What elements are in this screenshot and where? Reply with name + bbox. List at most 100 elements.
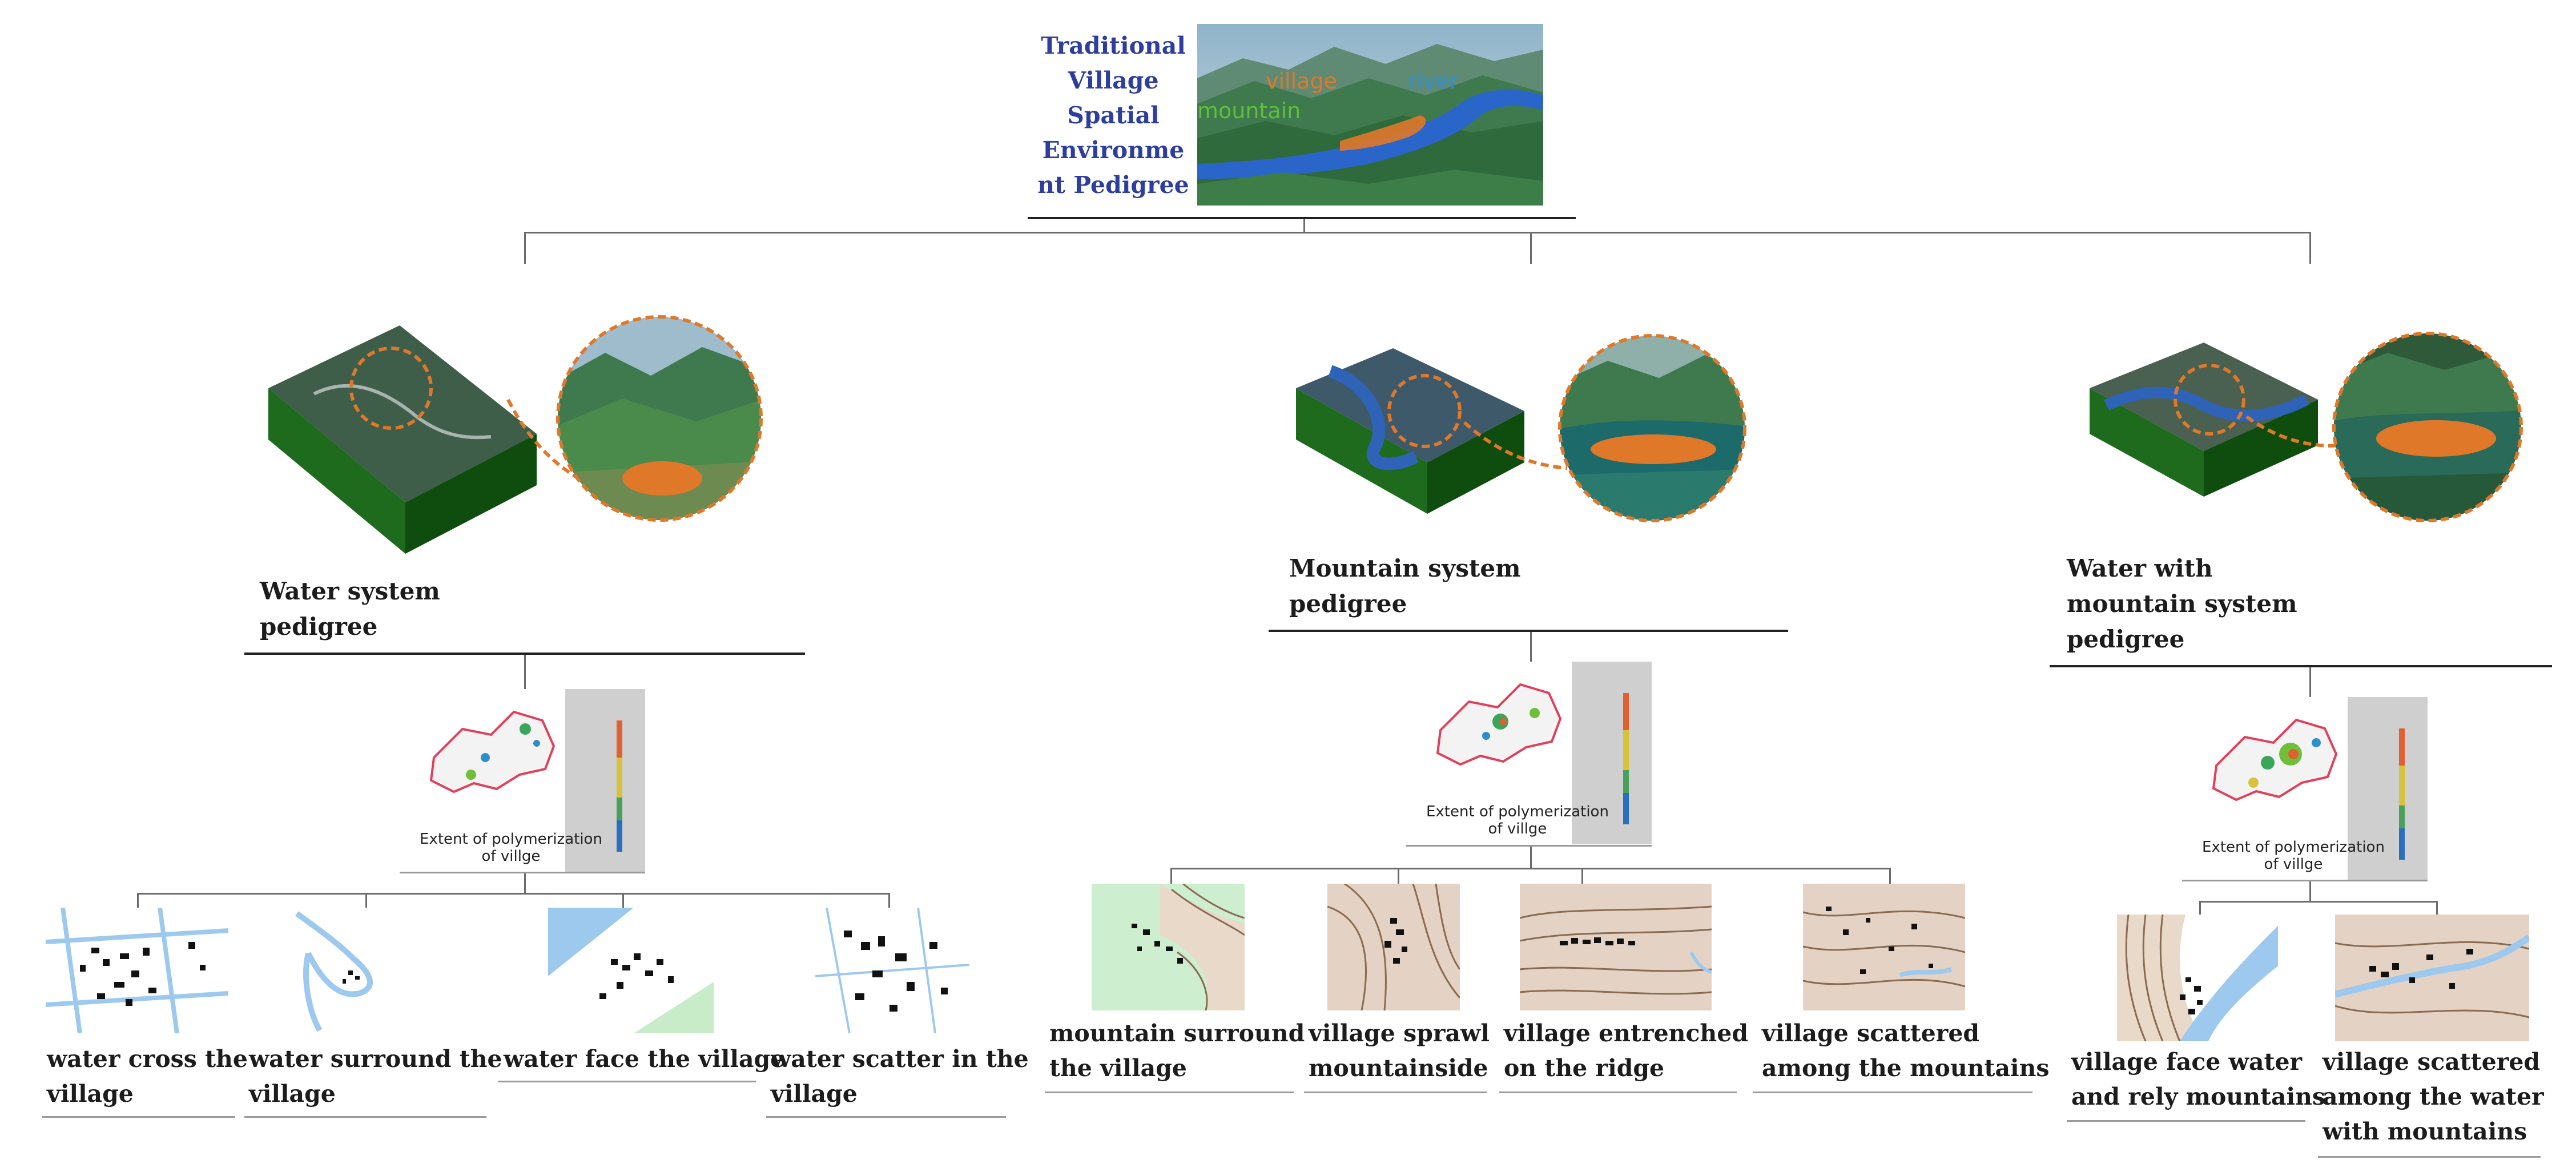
leaf-drop — [365, 893, 367, 908]
caption-line: water surround the — [249, 1045, 502, 1073]
caption-underline — [244, 1116, 486, 1118]
root-connector — [1303, 219, 1305, 232]
root-title-line: nt Pedigree — [1037, 171, 1189, 199]
branch-2-leaf-bar — [1170, 868, 1891, 869]
branch-3-zoom-circle — [2331, 330, 2525, 524]
caption-underline — [1753, 1092, 2032, 1093]
map-caption-line: Extent of polymerization — [2202, 839, 2385, 856]
branch-2-zoom-connector — [1463, 421, 1568, 470]
branch-1-underline — [244, 653, 805, 655]
hero-landscape-image: village river mountain — [1197, 24, 1543, 206]
branch-1-map-underline — [400, 872, 645, 873]
caption-underline — [42, 1116, 235, 1118]
leaf-drop — [1398, 868, 1399, 884]
leaf-thumbnail-village-ridge — [1520, 884, 1712, 1010]
leaf-caption-village-sprawl: village sprawl mountainside — [1309, 1016, 1490, 1086]
map-caption-line: of villge — [1488, 820, 1547, 837]
heading-line: Water system — [260, 577, 440, 605]
village-plan-illustration — [815, 908, 969, 1033]
village-plan-illustration — [2335, 915, 2529, 1041]
leaf-drop — [1170, 868, 1172, 884]
leaf-thumbnail-water-surround — [285, 908, 400, 1033]
branch-3-heading: Water with mountain system pedigree — [2067, 551, 2297, 657]
caption-line: mountain surround — [1049, 1020, 1305, 1047]
leaf-thumbnail-water-face — [548, 908, 714, 1033]
heading-line: Mountain system — [1289, 554, 1521, 582]
heading-line: pedigree — [1289, 590, 1407, 618]
caption-line: water cross the — [47, 1045, 248, 1073]
caption-line: village scattered — [2323, 1048, 2541, 1076]
map-caption-line: Extent of polymerization — [1426, 803, 1609, 820]
village-plan-illustration — [285, 908, 400, 1033]
leaf-caption-water-surround: water surround the village — [249, 1042, 502, 1111]
caption-line: the village — [1049, 1054, 1187, 1082]
branch-3-underline — [2050, 665, 2552, 667]
hero-landscape-illustration — [1197, 24, 1543, 206]
caption-line: village face water — [2071, 1048, 2303, 1076]
heading-line: pedigree — [260, 613, 378, 641]
branch-1-leaf-connector — [524, 873, 526, 893]
heading-line: mountain system — [2067, 590, 2297, 618]
terrain-block-illustration — [268, 325, 537, 554]
branch-2-drop — [1530, 232, 1532, 264]
caption-line: water scatter in the — [771, 1045, 1029, 1073]
root-title-line: Village — [1068, 67, 1159, 94]
leaf-drop — [1889, 868, 1891, 884]
caption-line: water face the village — [504, 1045, 786, 1073]
map-caption: Extent of polymerization of villge — [417, 831, 605, 865]
village-plan-illustration — [548, 908, 714, 1033]
leaf-caption-water-scatter: water scatter in the village — [771, 1042, 1029, 1111]
branch-1-map-connector — [524, 655, 526, 689]
density-map-illustration — [2182, 697, 2428, 880]
caption-underline — [1304, 1092, 1487, 1093]
branch-1-heading: Water system pedigree — [260, 574, 440, 645]
caption-line: village entrenched — [1504, 1020, 1748, 1047]
density-map-illustration — [1406, 662, 1652, 844]
caption-underline — [1499, 1092, 1737, 1093]
root-title: Traditional Village Spatial Environme nt… — [1028, 29, 1199, 203]
leaf-caption-water-face: water face the village — [504, 1042, 785, 1077]
zoom-view-illustration — [2332, 332, 2523, 522]
leaf-drop — [888, 893, 890, 908]
branch-2-terrain-block — [1296, 348, 1536, 542]
root-underline — [1028, 217, 1576, 219]
branch-3-leaf-connector — [2309, 881, 2311, 901]
root-title-line: Traditional — [1041, 32, 1186, 59]
caption-line: village sprawl — [1309, 1020, 1490, 1047]
branch-1-drop — [524, 232, 526, 264]
branch-2-zoom-circle — [1556, 332, 1748, 524]
village-plan-illustration — [1803, 884, 1965, 1010]
terrain-block-illustration — [1296, 348, 1524, 514]
leaf-caption-scattered-water-mountains: village scattered among the water with m… — [2323, 1045, 2544, 1149]
zoom-view-illustration — [1558, 334, 1746, 522]
leaf-drop — [1581, 868, 1583, 884]
caption-line: among the mountains — [1762, 1054, 2050, 1082]
map-caption: Extent of polymerization of villge — [1423, 803, 1612, 837]
branch-1-density-map: Extent of polymerization of villge — [400, 689, 645, 872]
terrain-block-illustration — [2090, 343, 2318, 497]
leaf-drop — [2436, 901, 2438, 915]
branch-3-density-map: Extent of polymerization of villge — [2182, 697, 2428, 880]
leaf-thumbnail-mountain-surround — [1092, 884, 1245, 1010]
branch-2-map-underline — [1406, 845, 1652, 847]
leaf-drop — [622, 893, 624, 908]
map-caption-line: Extent of polymerization — [420, 831, 602, 848]
map-caption-line: of villge — [481, 848, 541, 865]
branch-3-map-underline — [2182, 880, 2428, 881]
map-caption-line: of villge — [2264, 856, 2323, 873]
heading-line: pedigree — [2067, 625, 2185, 653]
caption-underline — [2318, 1156, 2541, 1158]
branch-1-leaf-bar — [137, 893, 889, 895]
village-plan-illustration — [1092, 884, 1245, 1010]
caption-underline — [1045, 1092, 1294, 1093]
caption-underline — [498, 1081, 756, 1082]
branch-3-leaf-bar — [2199, 901, 2438, 903]
branch-2-underline — [1269, 630, 1788, 632]
caption-underline — [2067, 1120, 2305, 1122]
leaf-drop — [137, 893, 139, 908]
leaf-caption-mountain-surround: mountain surround the village — [1049, 1016, 1305, 1086]
hero-label-river: river — [1408, 69, 1459, 94]
map-caption: Extent of polymerization of villge — [2199, 839, 2388, 873]
caption-line: mountainside — [1309, 1054, 1488, 1082]
caption-line: village — [47, 1080, 134, 1107]
